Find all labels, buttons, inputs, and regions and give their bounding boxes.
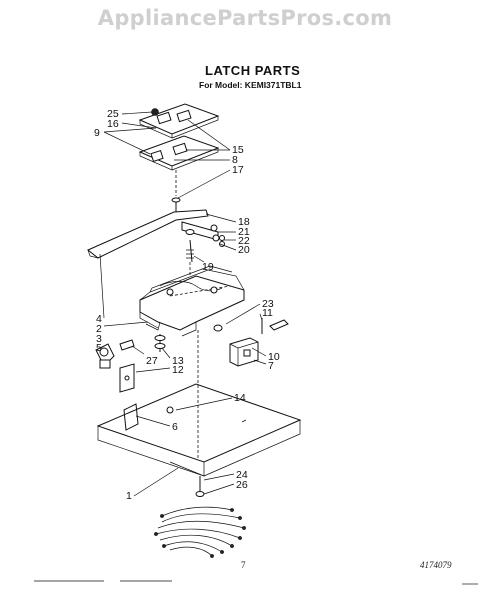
latch-base: [139, 265, 245, 337]
callout-22: 22: [238, 235, 250, 247]
callout-labels: 25 16 9 15 8 17 18 21 22 20 19 4 2 3 5 2…: [94, 108, 280, 502]
spring-19: [186, 239, 194, 263]
callout-25: 25: [107, 108, 119, 120]
link-bracket: [181, 221, 220, 242]
callout-15: 15: [232, 144, 244, 156]
page-number: 7: [241, 560, 246, 570]
callout-10: 10: [268, 351, 280, 363]
bracket-12: [119, 363, 135, 393]
callout-1: 1: [126, 490, 132, 502]
callout-21: 21: [238, 226, 250, 238]
callout-19: 19: [202, 261, 214, 273]
callout-27: 27: [146, 355, 158, 367]
callout-3: 3: [96, 333, 102, 345]
stud-13: [154, 334, 166, 352]
bar-27: [119, 339, 135, 351]
callout-12: 12: [172, 364, 184, 376]
callout-2: 2: [96, 323, 102, 335]
callout-18: 18: [238, 216, 250, 228]
upper-latch-plate: [138, 103, 220, 139]
nut-23: [213, 324, 223, 332]
callout-5: 5: [96, 342, 102, 354]
left-cam-assembly: [95, 343, 115, 369]
screw-17: [171, 197, 181, 212]
callout-20: 20: [238, 244, 250, 256]
callout-11: 11: [262, 307, 273, 319]
callout-26: 26: [236, 479, 248, 491]
latch-switch: [229, 337, 259, 367]
diagram-title: LATCH PARTS: [205, 63, 301, 78]
cover-plate: [96, 383, 302, 477]
latch-arm: [87, 209, 209, 259]
callout-6: 6: [172, 421, 178, 433]
callout-13: 13: [172, 355, 184, 367]
callout-14: 14: [234, 392, 246, 404]
lower-latch-plate: [138, 135, 220, 171]
callout-17: 17: [232, 164, 244, 176]
callout-7: 7: [268, 360, 274, 372]
washer-21: [219, 235, 225, 241]
callout-16: 16: [107, 118, 119, 130]
wire-harness: [154, 506, 246, 558]
callout-8: 8: [232, 154, 238, 166]
watermark: AppliancePartsPros.com: [97, 6, 393, 30]
callout-9: 9: [94, 127, 100, 139]
leader-lines: [99, 111, 267, 497]
screw-24: [195, 476, 205, 497]
callout-4: 4: [96, 313, 102, 325]
callout-23: 23: [262, 298, 274, 310]
model-label: For Model: KEMI371TBL1: [199, 80, 302, 90]
pin-11: [261, 318, 289, 334]
document-number: 4174079: [420, 560, 452, 570]
callout-24: 24: [236, 469, 248, 481]
